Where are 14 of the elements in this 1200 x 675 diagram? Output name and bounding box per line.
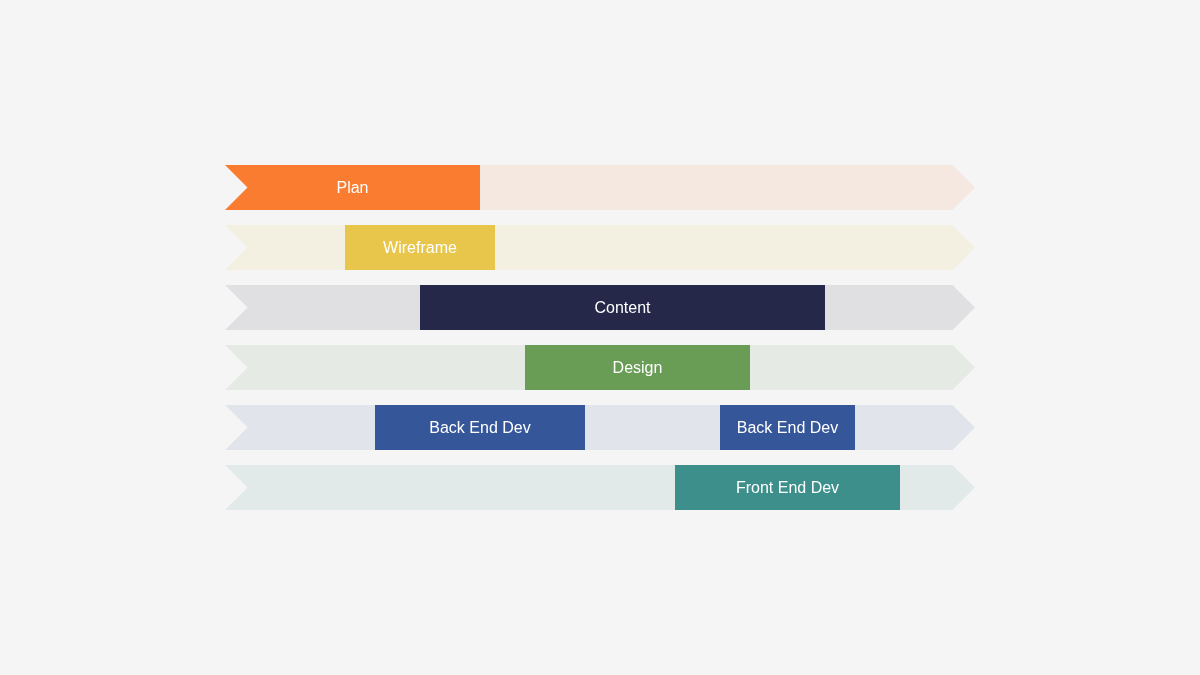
task-label: Content <box>594 298 651 317</box>
task-bar <box>375 405 585 450</box>
task-bar <box>525 345 750 390</box>
task-label: Wireframe <box>383 238 457 257</box>
task-label: Back End Dev <box>429 418 531 437</box>
task-label: Design <box>612 358 663 377</box>
task-label: Front End Dev <box>735 478 840 497</box>
task-bar <box>345 225 495 270</box>
task-bar <box>420 285 825 330</box>
task-bar <box>675 465 900 510</box>
task-bar <box>720 405 855 450</box>
task-bar <box>225 165 480 210</box>
task-label: Back End Dev <box>736 418 839 437</box>
task-label: Plan <box>336 178 369 197</box>
